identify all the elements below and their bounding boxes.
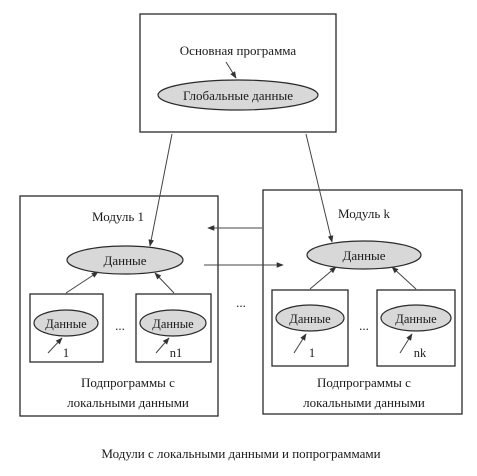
module-1-data-label: Данные bbox=[103, 253, 146, 268]
module-k-data-label: Данные bbox=[342, 248, 385, 263]
module-k-ellipsis: ... bbox=[359, 318, 369, 333]
modules-ellipsis: ... bbox=[236, 295, 246, 310]
module-k-subprogram-2-local-arrow bbox=[399, 333, 413, 354]
global-to-module-1-arrow bbox=[148, 133, 173, 247]
module-1-title: Модуль 1 bbox=[92, 209, 144, 224]
module-k-data-ellipse bbox=[306, 240, 422, 270]
module-k-subprogram-2-data-ellipse bbox=[380, 304, 452, 332]
module-k-subprogram-1-data-label: Данные bbox=[289, 312, 331, 326]
module-k-subprogram-2-index: nk bbox=[414, 346, 427, 360]
global-to-module-k-arrow bbox=[305, 133, 334, 243]
module-1-subprogram-2-local-arrow bbox=[155, 337, 170, 354]
module-1-subprogram-2-index: n1 bbox=[170, 346, 183, 360]
module-k-title: Модуль k bbox=[338, 206, 391, 221]
module-1-subprogram-1-data-label: Данные bbox=[45, 317, 87, 331]
module-1-subprogram-1-to-data-arrow bbox=[65, 271, 99, 294]
module-1-subprogram-caption-line2: локальными данными bbox=[67, 395, 189, 410]
module-k-subprogram-1-local-arrow bbox=[293, 333, 307, 354]
module-1-subprogram-1-data-ellipse bbox=[33, 309, 99, 337]
module-1-subprogram-1-local-arrow bbox=[47, 337, 63, 354]
module-k-subprogram-1-index: 1 bbox=[309, 346, 315, 360]
main-program-box bbox=[139, 13, 337, 133]
module-k-subprogram-2-to-data-arrow bbox=[391, 266, 417, 290]
module-1-subprogram-2-data-ellipse bbox=[139, 309, 207, 337]
module-1-subprogram-2-data-label: Данные bbox=[152, 317, 194, 331]
global-data-ellipse bbox=[157, 79, 319, 111]
global-data-label: Глобальные данные bbox=[183, 88, 293, 103]
main-program-title: Основная программа bbox=[180, 43, 297, 58]
module-1-subprogram-caption-line1: Подпрограммы с bbox=[81, 375, 175, 390]
module-1-subprogram-1-index: 1 bbox=[63, 346, 69, 360]
module-1-subprogram-2-to-data-arrow bbox=[154, 272, 175, 294]
main-program-arrow bbox=[225, 61, 237, 79]
module-k-subprogram-caption-line1: Подпрограммы с bbox=[317, 375, 411, 390]
module-k-subprogram-caption-line2: локальными данными bbox=[303, 395, 425, 410]
module-k-subprogram-1-data-ellipse bbox=[275, 304, 345, 332]
module-1-data-ellipse bbox=[66, 245, 184, 275]
module-k-subprogram-2-data-label: Данные bbox=[395, 312, 437, 326]
figure-caption: Модули с локальными данными и попрограмм… bbox=[101, 446, 380, 461]
module-1-ellipsis: ... bbox=[115, 318, 125, 333]
module-k-subprogram-1-to-data-arrow bbox=[309, 266, 337, 290]
